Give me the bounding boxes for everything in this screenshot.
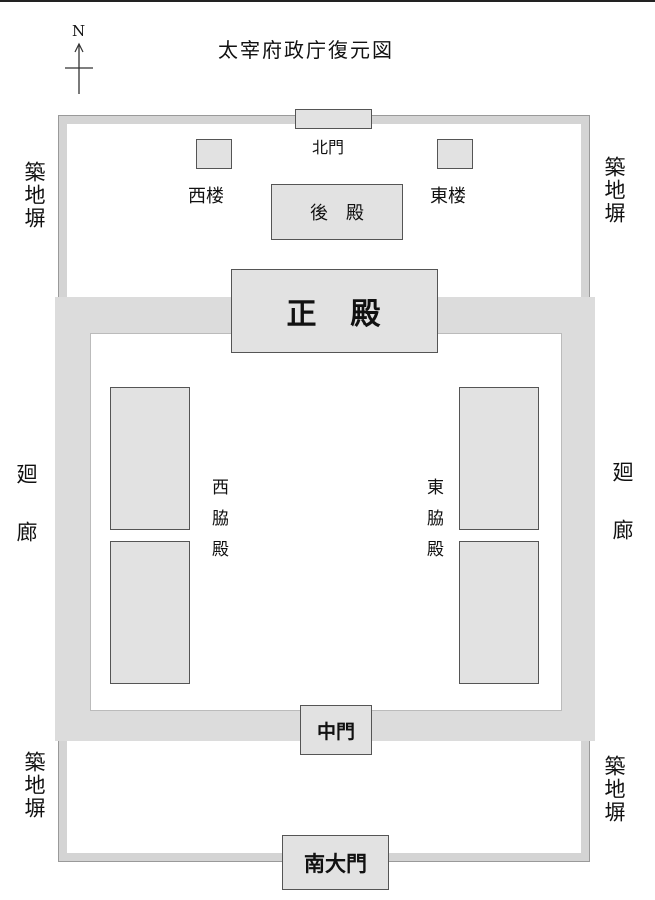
north-gate <box>295 109 372 129</box>
tsuijibei-label-nw: 築地塀 <box>22 161 46 230</box>
east-tower-label: 東楼 <box>430 186 466 207</box>
east-side-hall-north <box>459 387 539 530</box>
main-hall-label: 正 殿 <box>286 297 383 332</box>
rear-hall-label: 後 殿 <box>310 203 364 224</box>
south-gate: 南大門 <box>282 835 389 890</box>
tsuijibei-label-se: 築地塀 <box>602 755 626 824</box>
top-border-line <box>0 0 655 2</box>
north-arrow-icon <box>65 42 93 94</box>
west-side-hall-south <box>110 541 190 684</box>
tsuijibei-label-sw: 築地塀 <box>22 751 46 820</box>
tsuijibei-label-ne: 築地塀 <box>602 156 626 225</box>
diagram-title: 太宰府政庁復元図 <box>218 38 394 62</box>
kairo-label-west: 廻 廊 <box>14 463 38 550</box>
east-tower <box>437 139 473 169</box>
north-compass: N <box>62 22 96 96</box>
west-tower <box>196 139 232 169</box>
north-label: N <box>72 22 86 40</box>
west-side-hall-north <box>110 387 190 530</box>
kairo-label-east: 廻 廊 <box>610 461 634 548</box>
west-side-hall-label: 西脇殿 <box>208 478 228 571</box>
main-hall: 正 殿 <box>231 269 438 353</box>
middle-gate: 中門 <box>300 705 372 755</box>
north-gate-label: 北門 <box>312 138 345 157</box>
east-side-hall-label: 東脇殿 <box>423 478 443 571</box>
south-gate-label: 南大門 <box>304 851 367 876</box>
rear-hall: 後 殿 <box>271 184 403 240</box>
east-side-hall-south <box>459 541 539 684</box>
middle-gate-label: 中門 <box>316 720 355 743</box>
west-tower-label: 西楼 <box>188 186 224 207</box>
